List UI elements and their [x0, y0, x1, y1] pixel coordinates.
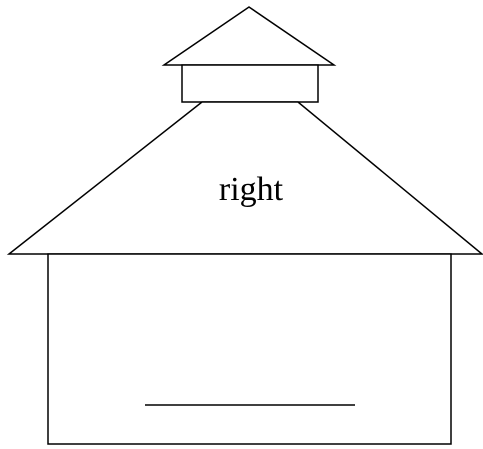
- roof-word: right: [219, 171, 284, 208]
- cupola-box: [182, 65, 318, 102]
- house-body: [48, 254, 451, 444]
- cupola-roof: [164, 7, 334, 65]
